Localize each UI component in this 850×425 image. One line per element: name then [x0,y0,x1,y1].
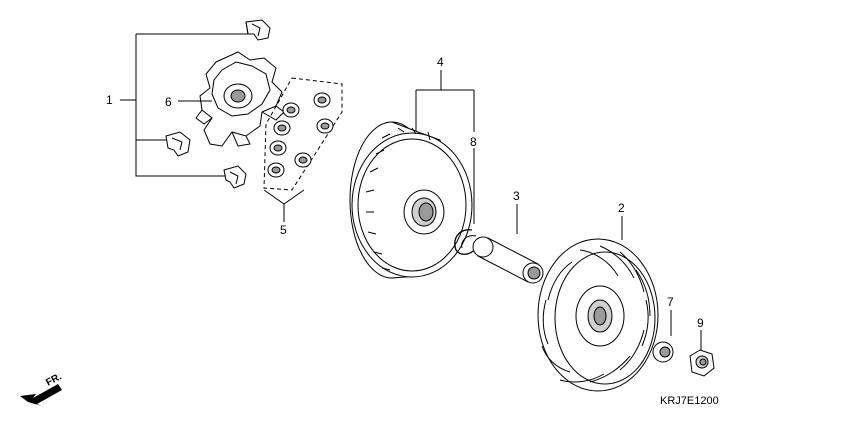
weight-roller-set [263,77,343,222]
weight-roller [282,102,300,118]
callout-4: 4 [437,55,444,69]
callout-4-bracket [415,70,475,134]
circlip [454,148,477,255]
callout-5-bracket [263,189,305,222]
washer [652,310,674,363]
weight-roller [273,120,291,136]
front-arrow: FR. [20,371,64,406]
diagram-code: KRJ7E1200 [660,395,719,407]
drive-face-fan [537,216,659,392]
weight-roller [316,118,334,134]
callout-8: 8 [470,135,477,149]
weight-roller [269,140,287,156]
callout-7: 7 [667,295,674,309]
callout-9: 9 [697,316,704,330]
ramp-plate-assembly [120,19,285,189]
weight-roller [313,92,331,108]
drive-face-fins [365,127,431,271]
slider-clip-top [245,19,271,41]
callout-1: 1 [106,93,113,107]
weight-roller [267,162,285,178]
ramp-plate [195,51,285,147]
callout-6: 6 [165,95,172,109]
flange-nut [689,330,715,377]
fan-blades [541,245,651,383]
callout-5: 5 [280,223,287,237]
slider-clip-middle [165,131,191,157]
movable-drive-face [349,70,475,279]
roller-set-outline [263,77,343,191]
slider-clip-bottom [223,165,247,189]
front-marker-label: FR. [44,371,64,388]
weight-roller [294,152,312,168]
drive-collar [472,204,544,284]
callout-3: 3 [513,189,520,203]
callout-1-bracket [120,33,250,177]
callout-2: 2 [618,201,625,215]
